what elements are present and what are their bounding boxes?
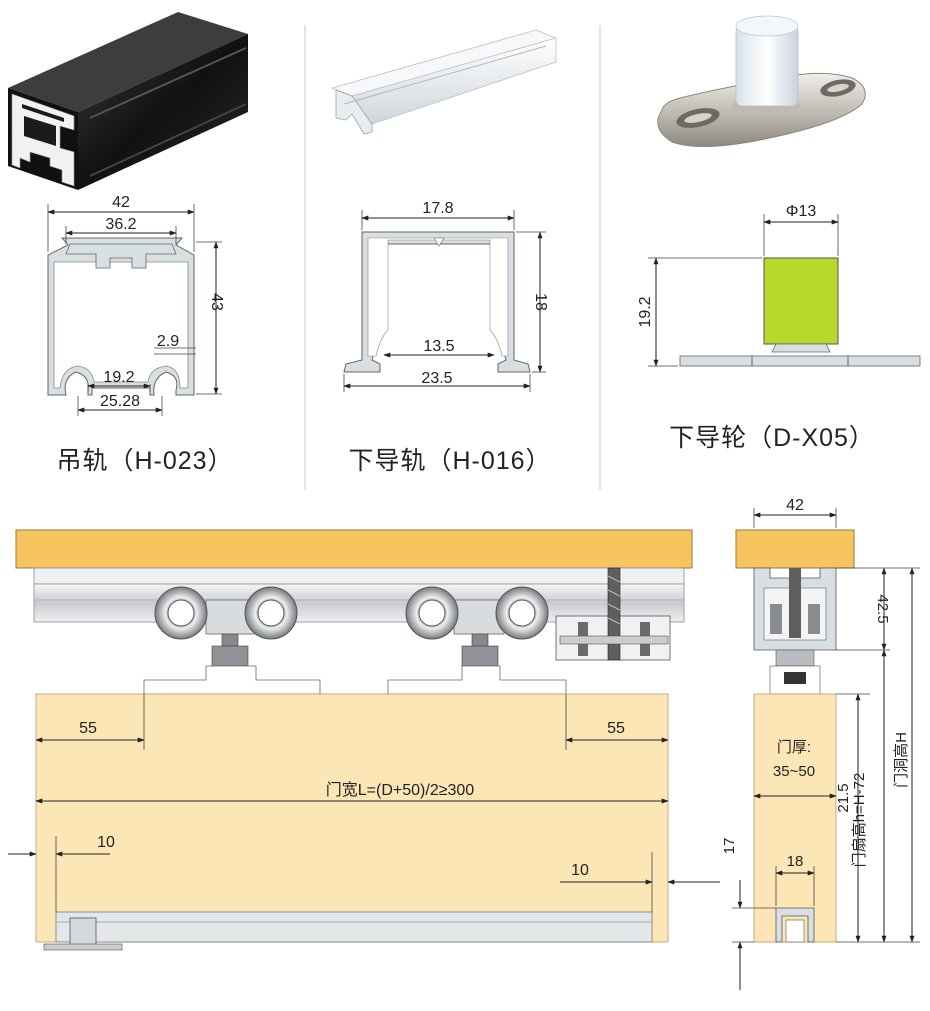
dim-side-bottom-offset: 17 [721, 838, 738, 855]
dim-side-door-height: 门扇高h=H-72 [851, 773, 868, 868]
bottom-wheel-dims: Φ13 19.2 [637, 203, 839, 367]
dim-side-top-height: 42.5 [874, 594, 891, 623]
dim-bottom-inner: 13.5 [423, 338, 454, 355]
side-rail-section [753, 567, 837, 695]
hanging-rail-photo [8, 12, 248, 190]
hanging-rail-section [47, 237, 195, 396]
dim-bottom-height: 18 [532, 293, 549, 311]
dim-hanging-slot-outer: 25.28 [100, 393, 140, 410]
side-door-panel [753, 693, 837, 943]
caption-bottom-wheel: 下导轮（D-X05） [669, 424, 875, 452]
caption-hanging-rail: 吊轨（H-023） [56, 447, 233, 475]
dim-side-opening-height: 门洞高H [893, 732, 910, 788]
dim-front-left-gap: 10 [97, 834, 115, 851]
side-bottom-guide [775, 907, 815, 943]
front-assembly: 55 55 门宽L=(D+50)/2≥300 10 10 [8, 529, 720, 951]
bottom-wheel-drawing [679, 257, 921, 367]
dim-wheel-diameter: Φ13 [786, 203, 817, 220]
dim-hanging-overall-width: 42 [112, 194, 130, 211]
dim-bottom-overall: 23.5 [421, 370, 452, 387]
dim-front-door-width: 门宽L=(D+50)/2≥300 [326, 781, 475, 799]
dim-hanging-inner-width: 36.2 [105, 216, 136, 233]
dim-side-bottom-width: 18 [787, 853, 804, 870]
dim-side-gap: 21.5 [835, 783, 852, 812]
dim-hanging-slot-inner: 19.2 [103, 369, 134, 386]
side-door-thickness-label: 门厚: [777, 739, 811, 756]
hanging-rail-dims: 42 36.2 43 2.9 19.2 25.28 [47, 194, 225, 416]
side-assembly: 42 42.5 门扇高h=H-72 21.5 门洞高H 门厚: 35~50 18… [721, 497, 920, 990]
dim-side-rail-width: 42 [786, 497, 804, 514]
dim-front-left-offset: 55 [79, 720, 97, 737]
bottom-rail-dims: 17.8 18 13.5 23.5 [343, 200, 549, 392]
front-bottom-rail [43, 911, 653, 951]
front-door-panel [35, 693, 669, 943]
bottom-wheel-photo [657, 15, 866, 147]
dim-hanging-wall: 2.9 [157, 333, 179, 350]
end-stopper [555, 567, 671, 661]
dim-front-right-gap: 10 [571, 862, 589, 879]
roller-carriage-right [387, 586, 567, 695]
dim-hanging-height: 43 [208, 293, 225, 311]
bottom-rail-section [343, 231, 531, 373]
bottom-rail-photo [330, 29, 558, 135]
roller-carriage-left [143, 586, 321, 695]
dim-wheel-height: 19.2 [637, 296, 654, 327]
dim-front-right-offset: 55 [607, 720, 625, 737]
dim-bottom-top-width: 17.8 [422, 200, 453, 217]
side-door-thickness-value: 35~50 [773, 763, 815, 780]
caption-bottom-rail: 下导轨（H-016） [348, 447, 551, 475]
